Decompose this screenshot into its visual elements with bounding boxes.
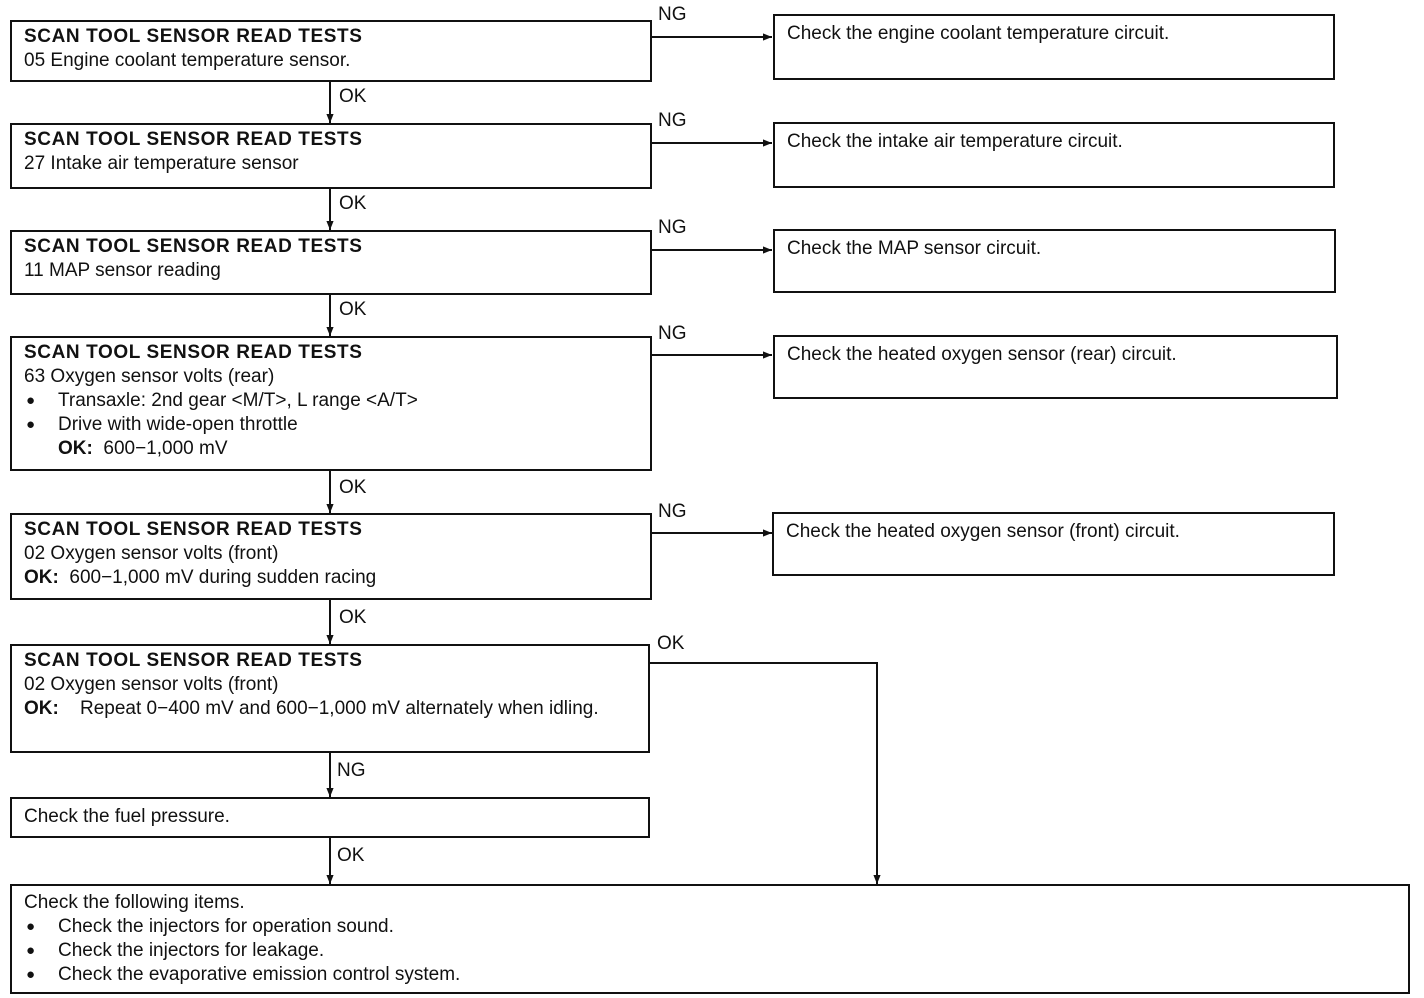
test-title: SCAN TOOL SENSOR READ TESTS xyxy=(24,650,363,671)
final-bullet: Check the evaporative emission control s… xyxy=(24,963,1396,987)
ok-key: OK: xyxy=(24,698,59,719)
test-title: SCAN TOOL SENSOR READ TESTS xyxy=(24,342,363,363)
final-title: Check the following items. xyxy=(24,892,245,913)
test-box-2: SCAN TOOL SENSOR READ TESTS 27 Intake ai… xyxy=(10,123,652,189)
fuel-pressure-box: Check the fuel pressure. xyxy=(10,797,650,838)
test-item: 27 Intake air temperature sensor xyxy=(24,153,299,174)
test-title: SCAN TOOL SENSOR READ TESTS xyxy=(24,519,363,540)
test-box-6: SCAN TOOL SENSOR READ TESTS 02 Oxygen se… xyxy=(10,644,650,753)
result-text: Check the heated oxygen sensor (front) c… xyxy=(786,521,1180,542)
result-text: Check the engine coolant temperature cir… xyxy=(787,23,1170,44)
result-box-5: Check the heated oxygen sensor (front) c… xyxy=(772,512,1335,576)
final-check-box: Check the following items. Check the inj… xyxy=(10,884,1410,994)
ok-label: OK xyxy=(339,477,367,498)
test-box-5: SCAN TOOL SENSOR READ TESTS 02 Oxygen se… xyxy=(10,513,652,600)
result-text: Check the heated oxygen sensor (rear) ci… xyxy=(787,344,1177,365)
test-item: 11 MAP sensor reading xyxy=(24,260,221,281)
ok-label: OK xyxy=(339,607,367,628)
ok-label: OK xyxy=(339,86,367,107)
result-box-3: Check the MAP sensor circuit. xyxy=(773,229,1336,293)
ok-criteria: OK: 600−1,000 mV during sudden racing xyxy=(24,566,638,590)
condition-bullet: Transaxle: 2nd gear <M/T>, L range <A/T> xyxy=(24,389,638,413)
ok-value: 600−1,000 mV xyxy=(103,438,228,459)
ok-value: Repeat 0−400 mV and 600−1,000 mV alterna… xyxy=(80,698,599,719)
test-box-1: SCAN TOOL SENSOR READ TESTS 05 Engine co… xyxy=(10,20,652,82)
ok-criteria: OK: Repeat 0−400 mV and 600−1,000 mV alt… xyxy=(24,697,636,721)
fuel-pressure-text: Check the fuel pressure. xyxy=(24,806,230,827)
test-item: 02 Oxygen sensor volts (front) xyxy=(24,674,279,695)
test-title: SCAN TOOL SENSOR READ TESTS xyxy=(24,129,363,150)
result-box-2: Check the intake air temperature circuit… xyxy=(773,122,1335,188)
final-bullet: Check the injectors for leakage. xyxy=(24,939,1396,963)
ng-label: NG xyxy=(658,501,687,522)
ok-key: OK: xyxy=(58,438,93,459)
ng-label: NG xyxy=(658,110,687,131)
ok-label: OK xyxy=(337,845,365,866)
test-item: 63 Oxygen sensor volts (rear) xyxy=(24,366,275,387)
final-bullet: Check the injectors for operation sound. xyxy=(24,915,1396,939)
ok-criteria: OK: 600−1,000 mV xyxy=(24,437,638,461)
result-text: Check the intake air temperature circuit… xyxy=(787,131,1123,152)
test-box-4: SCAN TOOL SENSOR READ TESTS 63 Oxygen se… xyxy=(10,336,652,471)
condition-bullet: Drive with wide-open throttle xyxy=(24,413,638,437)
result-box-4: Check the heated oxygen sensor (rear) ci… xyxy=(773,335,1338,399)
test-title: SCAN TOOL SENSOR READ TESTS xyxy=(24,26,363,47)
test-item: 05 Engine coolant temperature sensor. xyxy=(24,50,351,71)
test-title: SCAN TOOL SENSOR READ TESTS xyxy=(24,236,363,257)
ng-label: NG xyxy=(658,217,687,238)
ok-label: OK xyxy=(339,193,367,214)
arrow-ok-6 xyxy=(650,662,881,884)
test-box-3: SCAN TOOL SENSOR READ TESTS 11 MAP senso… xyxy=(10,230,652,295)
test-item: 02 Oxygen sensor volts (front) xyxy=(24,543,279,564)
ok-key: OK: xyxy=(24,567,59,588)
ok-label: OK xyxy=(339,299,367,320)
ng-label: NG xyxy=(658,323,687,344)
ok-label: OK xyxy=(657,633,685,654)
result-text: Check the MAP sensor circuit. xyxy=(787,238,1042,259)
ng-label: NG xyxy=(658,4,687,25)
ng-label: NG xyxy=(337,760,366,781)
ok-value: 600−1,000 mV during sudden racing xyxy=(69,567,377,588)
result-box-1: Check the engine coolant temperature cir… xyxy=(773,14,1335,80)
